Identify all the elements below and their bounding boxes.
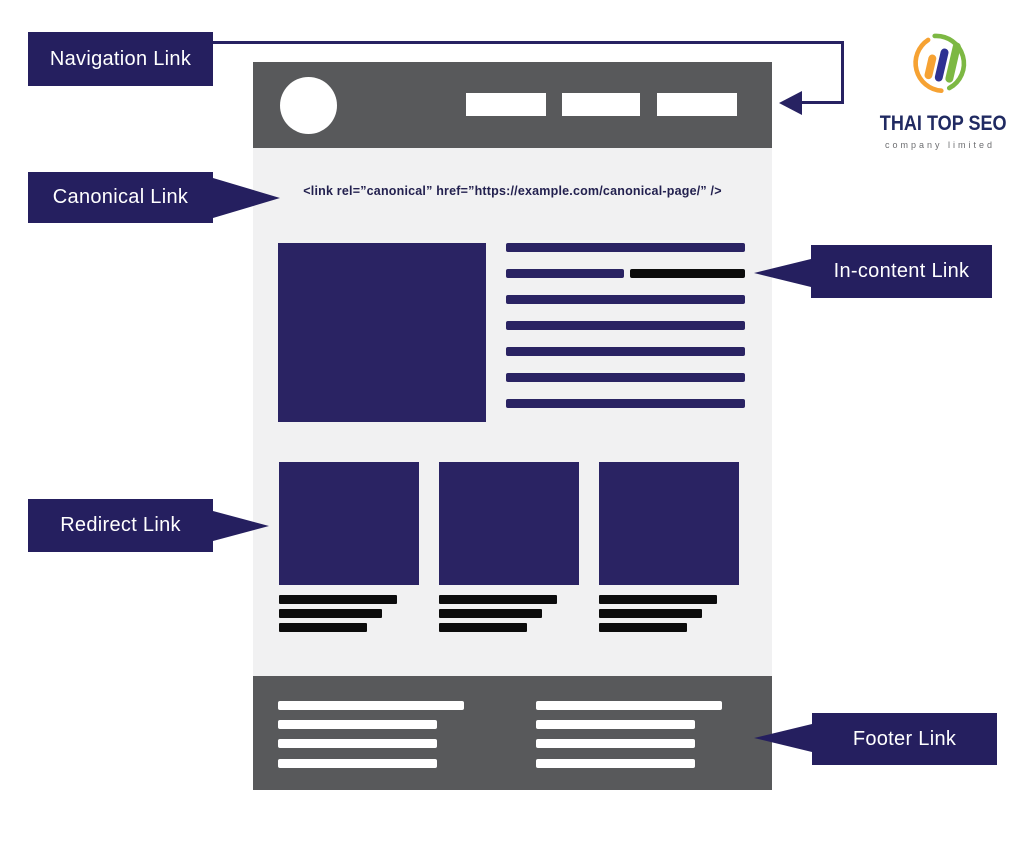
mockup-footer-link-line bbox=[536, 759, 695, 768]
mockup-text-line bbox=[506, 321, 745, 330]
canonical-code-snippet: <link rel=”canonical” href=”https://exam… bbox=[303, 184, 722, 198]
mockup-card-text-line bbox=[599, 609, 702, 618]
mockup-footer-link-line bbox=[536, 701, 722, 710]
webpage-mockup: <link rel=”canonical” href=”https://exam… bbox=[253, 62, 772, 790]
mockup-text-line bbox=[506, 243, 745, 252]
callout-label: Footer Link bbox=[852, 727, 957, 750]
mockup-text-line bbox=[506, 347, 745, 356]
callout-label: In-content Link bbox=[833, 260, 970, 282]
mockup-card-text-line bbox=[439, 595, 557, 604]
mockup-card-image-placeholder bbox=[279, 462, 419, 585]
navigation-connector-line bbox=[213, 41, 844, 44]
mockup-footer-link-line bbox=[278, 701, 464, 710]
mockup-footer-link-line bbox=[536, 720, 695, 729]
mockup-card-image-placeholder bbox=[599, 462, 739, 585]
mockup-card-text-line bbox=[599, 623, 687, 632]
mockup-footer-link-line bbox=[536, 739, 695, 748]
mockup-card-text-line bbox=[439, 623, 527, 632]
mockup-nav-link-placeholder bbox=[657, 93, 737, 116]
mockup-site-logo-circle bbox=[280, 77, 337, 134]
arrow-left-icon bbox=[754, 259, 811, 287]
mockup-page-body: <link rel=”canonical” href=”https://exam… bbox=[253, 148, 772, 676]
mockup-hero-image-placeholder bbox=[278, 243, 486, 422]
navigation-connector-line bbox=[841, 41, 844, 104]
brand-subtitle: company limited bbox=[884, 140, 996, 150]
mockup-nav-link-placeholder bbox=[562, 93, 640, 116]
mockup-text-line bbox=[506, 399, 745, 408]
callout-label: Canonical Link bbox=[52, 186, 189, 208]
mockup-footer-link-line bbox=[278, 739, 437, 748]
arrow-left-icon bbox=[754, 724, 812, 752]
brand-name: THAI TOP SEO bbox=[879, 112, 1007, 135]
growth-chart-circle-icon bbox=[913, 33, 967, 94]
arrow-right-icon bbox=[213, 178, 280, 218]
mockup-card-text-line bbox=[439, 609, 542, 618]
mockup-footer-link-line bbox=[278, 759, 437, 768]
callout-label: Redirect Link bbox=[60, 514, 181, 536]
mockup-nav-link-placeholder bbox=[466, 93, 546, 116]
mockup-text-line bbox=[506, 373, 745, 382]
mockup-text-segment bbox=[506, 269, 624, 278]
mockup-in-content-link-segment bbox=[630, 269, 745, 278]
mockup-card-text-line bbox=[279, 595, 397, 604]
mockup-text-line bbox=[506, 295, 745, 304]
callout-in-content-link: In-content Link bbox=[811, 245, 992, 298]
mockup-card-text-line bbox=[279, 623, 367, 632]
callout-footer-link: Footer Link bbox=[812, 713, 997, 765]
thai-top-seo-brand: THAI TOP SEO company limited bbox=[870, 28, 1010, 158]
arrow-left-icon bbox=[779, 91, 802, 115]
callout-navigation-link: Navigation Link bbox=[28, 32, 213, 86]
mockup-text-line-with-link bbox=[506, 269, 745, 278]
mockup-footer-link-line bbox=[278, 720, 437, 729]
callout-redirect-link: Redirect Link bbox=[28, 499, 213, 552]
arrow-right-icon bbox=[213, 511, 269, 541]
mockup-footer-bar bbox=[253, 676, 772, 790]
mockup-card-image-placeholder bbox=[439, 462, 579, 585]
mockup-header-bar bbox=[253, 62, 772, 148]
callout-label: Navigation Link bbox=[49, 47, 192, 70]
navigation-connector-line bbox=[801, 101, 844, 104]
callout-canonical-link: Canonical Link bbox=[28, 172, 213, 223]
mockup-card-text-line bbox=[599, 595, 717, 604]
mockup-card-text-line bbox=[279, 609, 382, 618]
